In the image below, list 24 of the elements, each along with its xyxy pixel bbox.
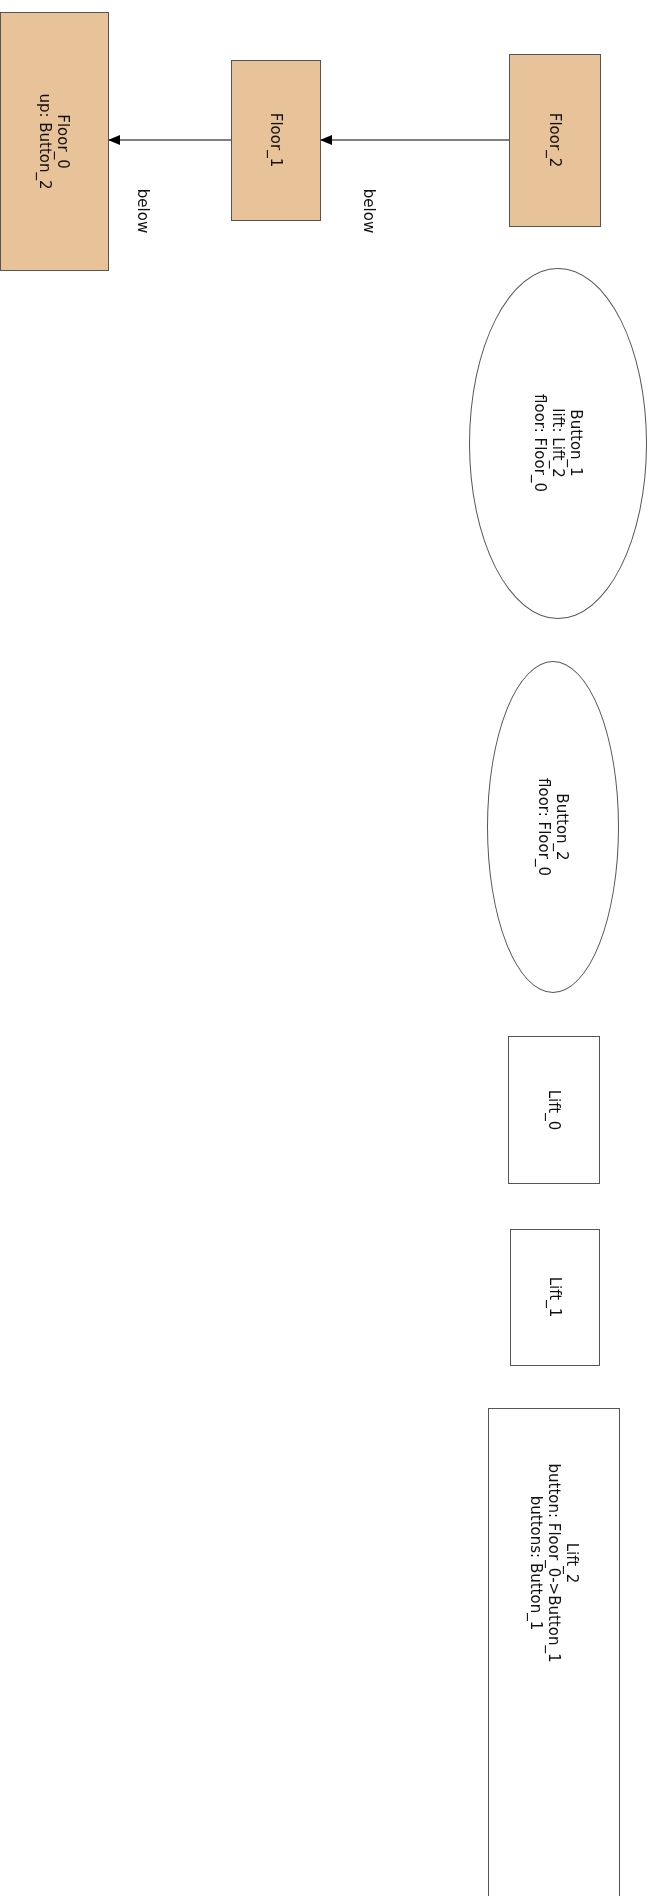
- node-label: lift: Lift_2: [548, 408, 567, 478]
- object-box: [488, 1408, 620, 1896]
- node-label: Button_2: [552, 792, 571, 861]
- node-label: Floor_1: [266, 112, 285, 168]
- floor-box: [231, 60, 321, 221]
- node-label: floor: Floor_0: [534, 777, 553, 876]
- arrow: [320, 135, 510, 145]
- node-label: Button_1: [566, 409, 585, 477]
- object-box: [510, 1229, 600, 1366]
- node-label: button: Floor_0->Button_1: [544, 1463, 563, 1662]
- node-label: buttons: Button_1: [526, 1495, 545, 1630]
- object-box: [508, 1036, 600, 1184]
- arrow: [108, 135, 232, 145]
- node-label: Lift_0: [544, 1089, 563, 1130]
- node-label: Floor_0: [54, 113, 72, 169]
- node-label: Lift_1: [545, 1276, 564, 1318]
- floor-box: [509, 54, 601, 227]
- node-label: floor: Floor_0: [530, 394, 549, 492]
- node-label: Floor_2: [545, 112, 564, 168]
- node-label: Lift_2: [562, 1542, 581, 1583]
- edge-label: below: [134, 188, 153, 234]
- edge-label: below: [360, 188, 379, 234]
- floor-box: [0, 12, 109, 271]
- node-label: up: Button_2: [36, 92, 54, 190]
